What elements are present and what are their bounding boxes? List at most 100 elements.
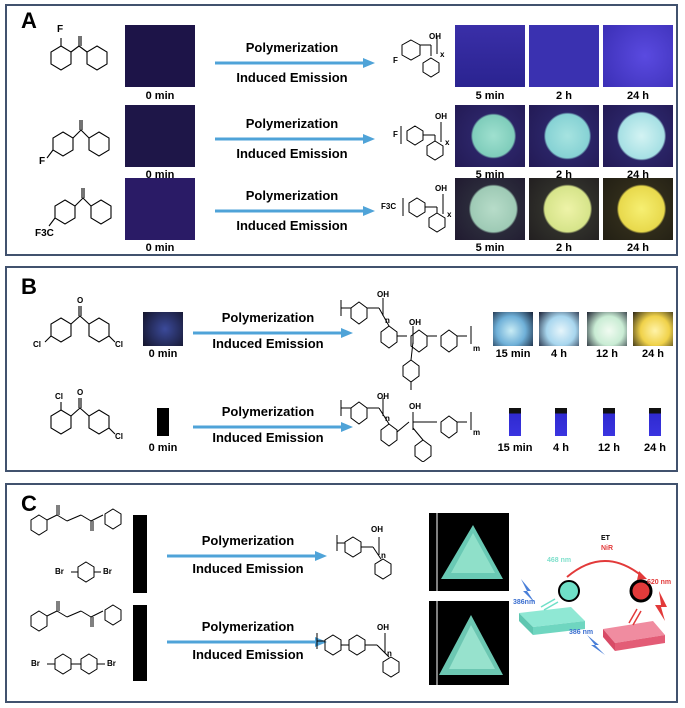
- panel-b: B O Cl Cl 0 min Polymerization Induced E…: [5, 266, 678, 472]
- subscript-m: m: [473, 344, 481, 353]
- vial-c1-start: [133, 515, 147, 593]
- reaction-arrow: [215, 58, 375, 68]
- hydroxyl-label: OH: [435, 112, 447, 121]
- poly-4-trifluoromethyl-structure: OH x F3C: [381, 178, 457, 240]
- trifluoromethyl-label: F3C: [381, 202, 397, 211]
- time-label: 0 min: [148, 442, 178, 454]
- time-label: 0 min: [145, 242, 175, 254]
- arrow-text-top: Polymerization: [221, 310, 315, 325]
- vial-photo-row3-2h: [529, 178, 599, 240]
- arrow-text-top: Polymerization: [245, 40, 339, 55]
- vial-photo-row2-start: [125, 105, 195, 167]
- hydroxyl-label: OH: [377, 392, 389, 401]
- time-label: 2 h: [556, 242, 572, 254]
- oxygen-label: O: [77, 388, 84, 397]
- emission-label: 468 nm: [547, 557, 572, 564]
- oxygen-label: O: [77, 296, 84, 305]
- branched-polymer-structure: OH OH n m: [337, 286, 487, 396]
- poly-2-fluoro-structure: OH x F: [393, 26, 453, 86]
- vial-photo-row2-5min: [455, 105, 525, 167]
- bromine-label: Br: [31, 659, 40, 668]
- fluorine-label: F: [393, 130, 398, 139]
- hydroxyl-label: OH: [371, 525, 383, 534]
- panel-b-label: B: [21, 274, 37, 299]
- chlorine-label: Cl: [115, 340, 123, 349]
- polymer-c2-structure: OH n: [313, 613, 423, 679]
- time-label: 4 h: [553, 442, 569, 454]
- arrow-text-bottom: Induced Emission: [236, 70, 348, 85]
- benzoyl-peroxide-structure: [27, 597, 135, 639]
- vial-b2-start: [157, 408, 169, 436]
- subscript-m: m: [473, 428, 481, 437]
- panel-a: A F 0 min Polymerization Induced Emissio…: [5, 4, 678, 256]
- vial-c2-start: [133, 605, 147, 681]
- vial-b2-24h: [649, 408, 661, 436]
- hydroxyl-label: OH: [377, 290, 389, 299]
- arrow-text-top: Polymerization: [201, 533, 295, 548]
- bromine-label: Br: [103, 567, 112, 576]
- subscript-x: x: [445, 138, 450, 147]
- 4-trifluoromethylbenzophenone-structure: F3C: [35, 176, 129, 244]
- arrow-text-bottom: Induced Emission: [212, 430, 324, 445]
- hydroxyl-label: OH: [409, 402, 421, 411]
- photo-c1-solid: [429, 513, 509, 591]
- nir-label: NiR: [601, 545, 614, 552]
- arrow-text-bottom: Induced Emission: [236, 146, 348, 161]
- dichlorobenzophenone-structure: O Cl Cl: [27, 296, 137, 356]
- dibromobenzene-structure: Br Br: [51, 557, 121, 587]
- emission-label: 620 nm: [647, 579, 672, 586]
- time-label: 15 min: [497, 442, 533, 454]
- vial-photo-b-15min: [493, 312, 533, 346]
- photo-c2-solid: [429, 601, 509, 685]
- time-label: 0 min: [148, 348, 178, 360]
- et-label: ET: [601, 535, 610, 542]
- subscript-n: n: [385, 316, 390, 325]
- reaction-arrow: [215, 134, 375, 144]
- polymer-c1-structure: OH n: [333, 521, 413, 581]
- reaction-arrow: [167, 551, 327, 561]
- 2-fluorobenzophenone-structure: F: [39, 22, 129, 82]
- ortho-branched-polymer-structure: OH OH n m: [337, 392, 487, 462]
- vial-photo-row1-2h: [529, 25, 599, 87]
- arrow-text-top: Polymerization: [221, 404, 315, 419]
- trifluoromethyl-label: F3C: [35, 228, 54, 239]
- subscript-x: x: [447, 210, 452, 219]
- chlorine-label: Cl: [55, 392, 63, 401]
- arrow-text-bottom: Induced Emission: [192, 647, 304, 662]
- vial-photo-row3-start: [125, 178, 195, 240]
- hydroxyl-label: OH: [435, 184, 447, 193]
- time-label: 24 h: [641, 348, 664, 360]
- subscript-n: n: [385, 414, 390, 423]
- reaction-arrow: [193, 422, 353, 432]
- panel-c-label: C: [21, 491, 37, 516]
- time-label: 0 min: [145, 90, 175, 102]
- time-label: 5 min: [475, 90, 505, 102]
- time-label: 4 h: [551, 348, 567, 360]
- bromine-label: Br: [55, 567, 64, 576]
- panel-a-label: A: [21, 8, 37, 33]
- excitation-label: 386nm: [513, 599, 536, 606]
- subscript-x: x: [440, 50, 445, 59]
- vial-photo-b-24h: [633, 312, 673, 346]
- vial-b2-4h: [555, 408, 567, 436]
- bromine-label: Br: [107, 659, 116, 668]
- chlorine-label: Cl: [115, 432, 123, 441]
- 4-fluorobenzophenone-structure: F: [39, 110, 129, 172]
- time-label: 5 min: [475, 242, 505, 254]
- reaction-arrow: [215, 206, 375, 216]
- hydroxyl-label: OH: [377, 623, 389, 632]
- arrow-text-top: Polymerization: [201, 619, 295, 634]
- subscript-n: n: [381, 551, 386, 560]
- vial-photo-row2-24h: [603, 105, 673, 167]
- 2-4-dichlorobenzophenone-structure: O Cl Cl: [27, 388, 137, 448]
- poly-4-fluoro-structure: OH x F: [393, 106, 455, 168]
- chlorine-label: Cl: [33, 340, 41, 349]
- arrow-text-bottom: Induced Emission: [236, 218, 348, 233]
- energy-transfer-scheme: 386nm 468 nm ET NiR 620 nm 386 nm: [511, 535, 675, 675]
- vial-photo-row1-5min: [455, 25, 525, 87]
- vial-photo-row1-24h: [603, 25, 673, 87]
- hydroxyl-label: OH: [429, 32, 441, 41]
- time-label: 15 min: [495, 348, 531, 360]
- reaction-arrow: [193, 328, 353, 338]
- vial-photo-row2-2h: [529, 105, 599, 167]
